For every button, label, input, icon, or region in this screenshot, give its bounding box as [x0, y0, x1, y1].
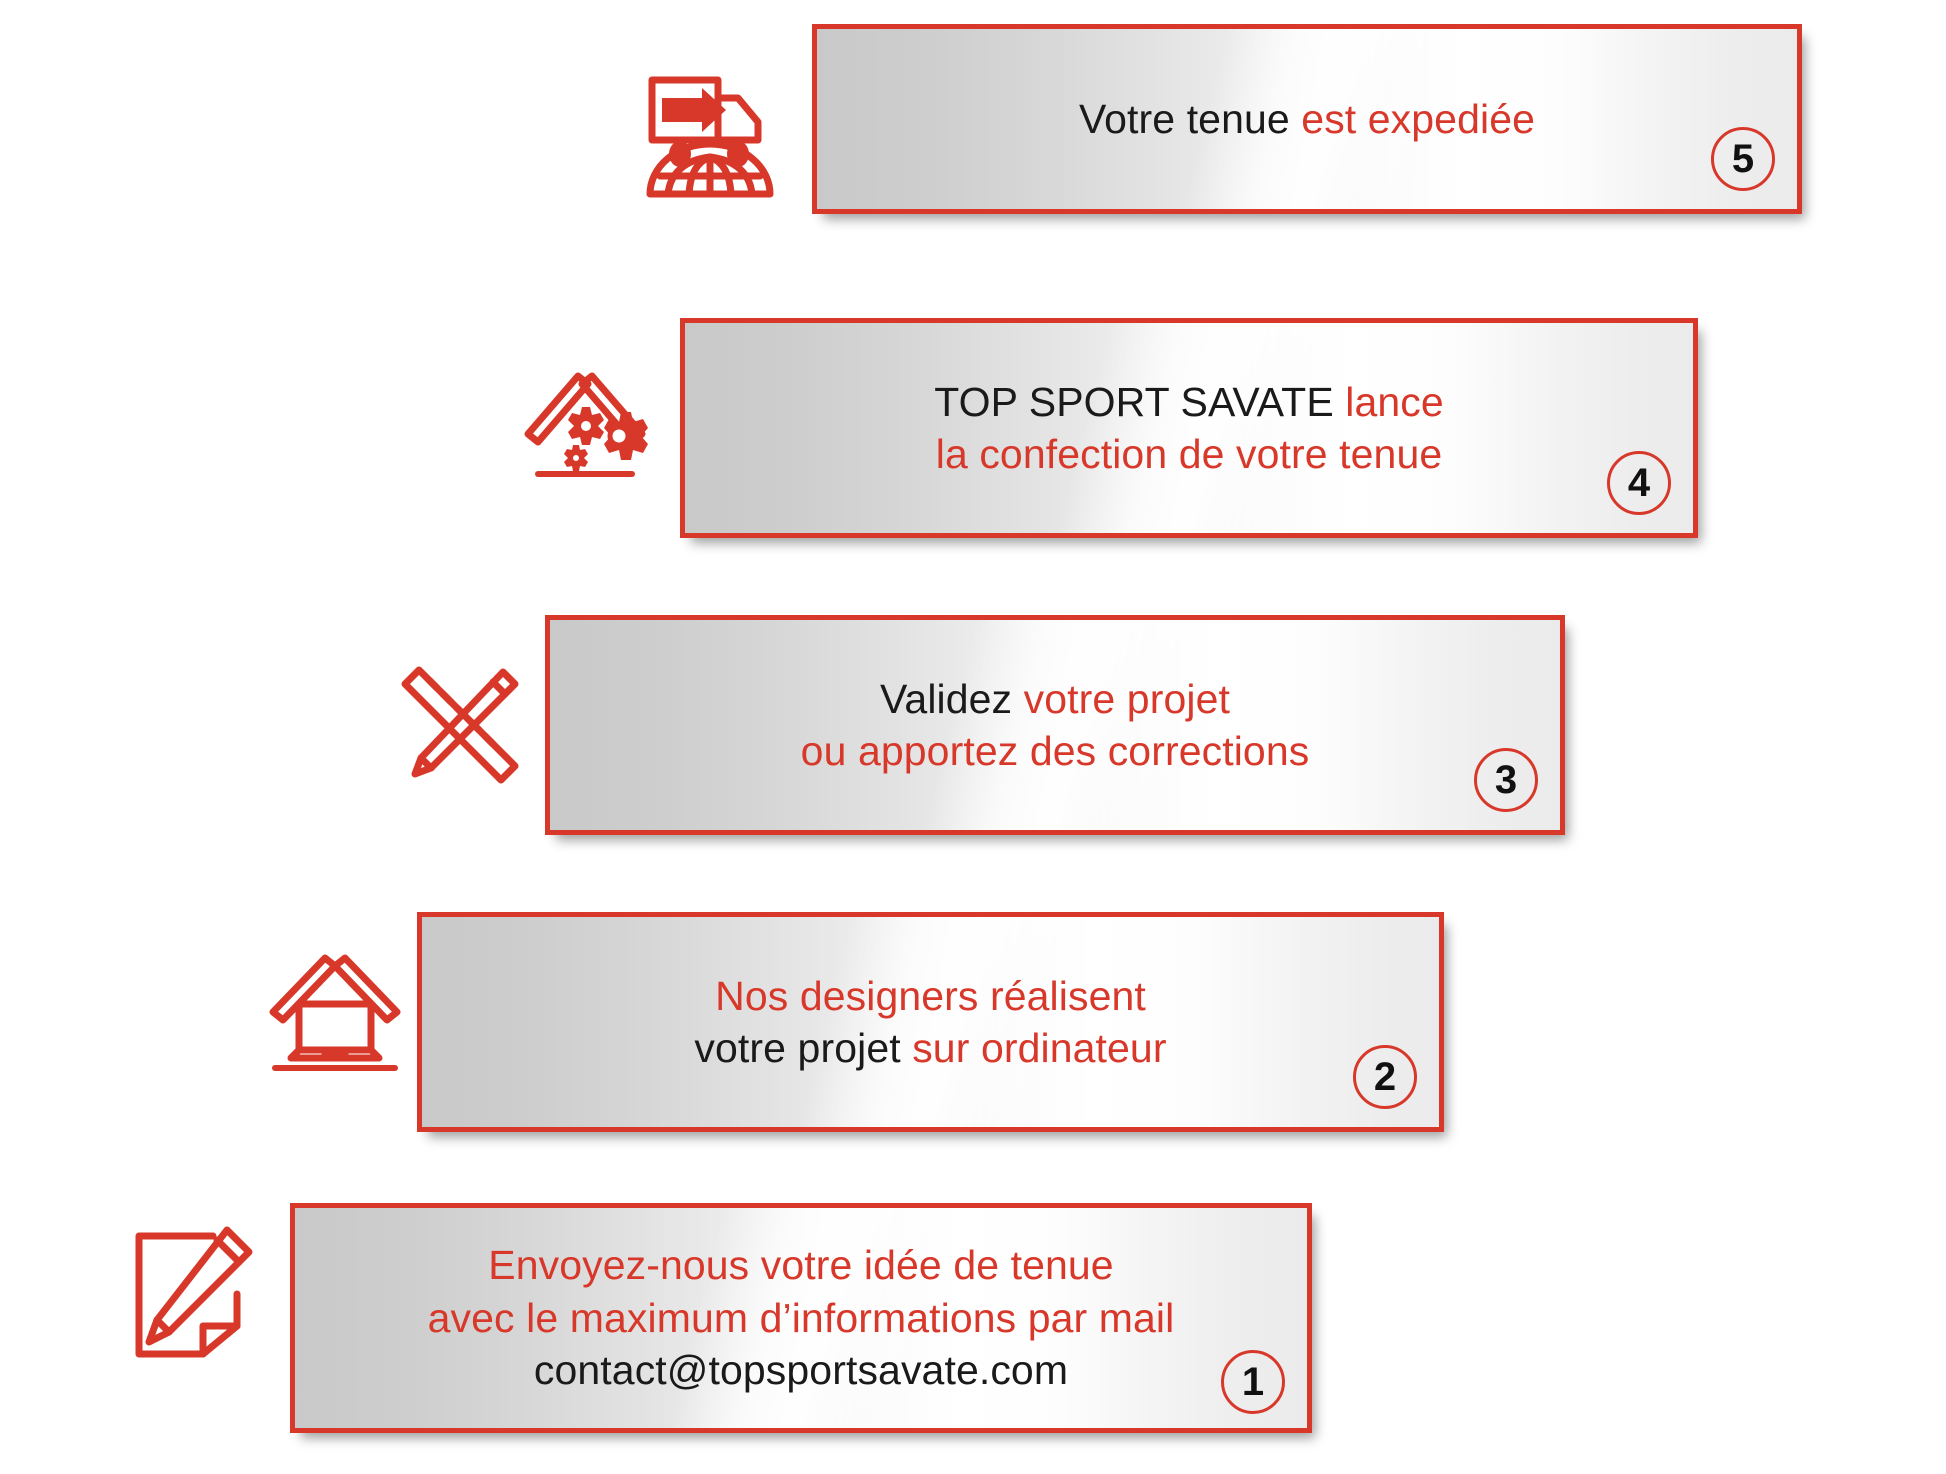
- step-2-text-block: Nos designers réalisent votre projet sur…: [422, 917, 1439, 1127]
- step-1-line-1: Envoyez-nous votre idée de tenue: [488, 1242, 1114, 1289]
- step-2-number-badge: 2: [1353, 1045, 1417, 1109]
- step-2-line-2-seg-2: sur ordinateur: [912, 1025, 1167, 1071]
- step-3-line-2: ou apportez des corrections: [800, 728, 1310, 774]
- step-3-line-1-seg-2: votre projet: [1023, 675, 1230, 722]
- step-1-number-badge: 1: [1221, 1350, 1285, 1414]
- delivery-truck-globe-icon: [640, 62, 780, 202]
- step-3-number-badge: 3: [1474, 748, 1538, 812]
- step-4-text-block: TOP SPORT SAVATE lance la confection de …: [685, 323, 1693, 533]
- step-4-line-1: TOP SPORT SAVATE lance: [934, 376, 1444, 428]
- step-1-text-block: Envoyez-nous votre idée de tenue avec le…: [295, 1208, 1307, 1428]
- step-5-bar: Votre tenue est expediée 5: [812, 24, 1802, 214]
- step-5-number-badge: 5: [1711, 127, 1775, 191]
- step-5-line-1-seg-1: Votre tenue: [1078, 95, 1302, 142]
- step-1-line-3: contact@topsportsavate.com: [533, 1347, 1069, 1394]
- step-2-line-1: Nos designers réalisent: [715, 972, 1146, 1019]
- step-2-bar: Nos designers réalisent votre projet sur…: [417, 912, 1444, 1132]
- step-4-number-badge: 4: [1607, 451, 1671, 515]
- step-3-bar: Validez votre projet ou apportez des cor…: [545, 615, 1565, 835]
- roof-laptop-icon: [265, 940, 405, 1080]
- step-4-bar: TOP SPORT SAVATE lance la confection de …: [680, 318, 1698, 538]
- step-3-line-1-seg-1: Validez: [880, 675, 1024, 722]
- step-3-line-1: Validez votre projet: [880, 673, 1230, 725]
- step-5-text-block: Votre tenue est expediée: [817, 29, 1797, 209]
- step-5-line-1-seg-2: est expediée: [1301, 95, 1536, 142]
- document-pencil-icon: [125, 1222, 265, 1367]
- step-2-line-2: votre projet sur ordinateur: [694, 1022, 1166, 1074]
- ruler-pencil-cross-icon: [385, 650, 535, 800]
- step-3-text-block: Validez votre projet ou apportez des cor…: [550, 620, 1560, 830]
- step-4-line-1-seg-1: TOP SPORT SAVATE: [934, 378, 1346, 425]
- step-2-line-2-seg-1: votre projet: [694, 1025, 913, 1071]
- step-4-line-1-seg-2: lance: [1345, 378, 1444, 425]
- step-1-bar: Envoyez-nous votre idée de tenue avec le…: [290, 1203, 1312, 1433]
- workshop-roof-gears-icon: [520, 350, 650, 480]
- step-5-line-1: Votre tenue est expediée: [1079, 93, 1535, 145]
- step-4-line-2: la confection de votre tenue: [935, 431, 1443, 477]
- step-1-line-2: avec le maximum d’informations par mail: [427, 1294, 1175, 1341]
